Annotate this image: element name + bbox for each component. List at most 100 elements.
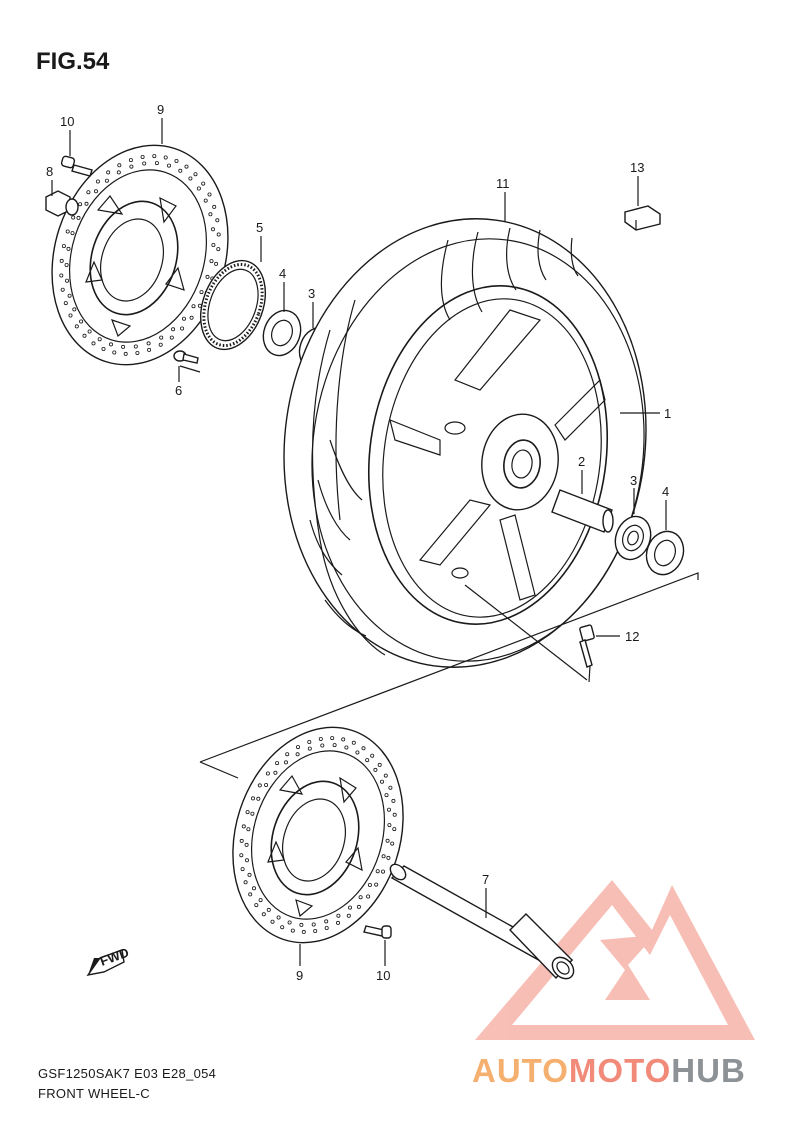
disc-drill-hole <box>244 842 249 847</box>
disc-drill-hole <box>243 880 248 885</box>
disc-drill-hole <box>295 752 300 757</box>
brand-hub: HUB <box>671 1052 746 1089</box>
disc-drill-hole <box>387 823 392 828</box>
disc-drill-hole <box>374 882 379 887</box>
disc-drill-hole <box>205 274 210 279</box>
disc-drill-hole <box>208 212 213 217</box>
tire-tread-groove <box>440 239 451 321</box>
disc-drill-hole <box>386 855 391 860</box>
disc-drill-hole <box>121 344 126 349</box>
callout-7: 7 <box>482 872 489 887</box>
disc-drill-hole <box>101 346 106 351</box>
callout-2: 2 <box>578 454 585 469</box>
disc-drill-hole <box>295 745 300 750</box>
disc-drill-hole <box>251 886 256 891</box>
disc-drill-hole <box>257 783 262 788</box>
front-axle <box>389 863 575 980</box>
callout-8: 8 <box>46 164 53 179</box>
disc-drill-hole <box>290 928 295 933</box>
disc-drill-hole <box>135 350 140 355</box>
tire-tread-groove <box>471 231 483 313</box>
disc-drill-hole <box>258 898 263 903</box>
brand-moto: MOTO <box>568 1052 672 1089</box>
disc-drill-hole <box>63 301 68 306</box>
disc-drill-hole <box>159 335 164 340</box>
callout-10-lower: 10 <box>376 968 390 983</box>
disc-drill-hole <box>65 278 70 283</box>
disc-drill-hole <box>154 161 159 166</box>
disc-drill-hole <box>59 258 64 263</box>
section-guide-lines <box>199 572 699 779</box>
disc-drill-hole <box>247 872 252 877</box>
disc-drill-hole <box>392 827 397 832</box>
disc-drill-hole <box>140 154 145 159</box>
disc-drill-hole <box>373 767 378 772</box>
disc-drill-hole <box>244 858 249 863</box>
callout-9-lower: 9 <box>296 968 303 983</box>
disc-bolt-upper <box>60 155 93 177</box>
callout-5: 5 <box>256 220 263 235</box>
disc-drill-hole <box>94 189 99 194</box>
disc-drill-hole <box>104 178 109 183</box>
callout-6: 6 <box>175 383 182 398</box>
callout-9-upper: 9 <box>157 102 164 117</box>
disc-drill-hole <box>285 752 290 757</box>
disc-drill-hole <box>215 218 220 223</box>
disc-drill-hole <box>152 154 157 159</box>
disc-drill-hole <box>336 913 341 918</box>
callout-4-right: 4 <box>662 484 669 499</box>
disc-drill-hole <box>276 915 281 920</box>
disc-drill-hole <box>385 838 390 843</box>
disc-drill-hole <box>191 304 196 309</box>
disc-drill-hole <box>273 770 278 775</box>
disc-drill-hole <box>341 737 346 742</box>
disc-drill-hole <box>67 293 72 298</box>
disc-drill-hole <box>216 247 221 252</box>
disc-drill-hole <box>78 202 83 207</box>
disc-drill-hole <box>201 181 206 186</box>
disc-drill-hole <box>91 341 96 346</box>
disc-drill-hole <box>275 761 280 766</box>
disc-drill-hole <box>250 796 255 801</box>
disc-drill-hole <box>133 344 138 349</box>
brand-auto: AUTO <box>472 1052 569 1089</box>
disc-drill-hole <box>261 912 266 917</box>
forward-direction-arrow: FWD <box>86 945 131 977</box>
disc-drill-hole <box>60 287 65 292</box>
disc-drill-hole <box>106 170 111 175</box>
disc-drill-hole <box>379 779 384 784</box>
callout-11: 11 <box>496 176 510 191</box>
disc-drill-hole <box>365 758 370 763</box>
tire-tread-groove <box>506 227 517 291</box>
disc-drill-hole <box>287 920 292 925</box>
disc-drill-hole <box>163 155 168 160</box>
disc-drill-hole <box>71 215 76 220</box>
callout-10-upper: 10 <box>60 114 74 129</box>
disc-drill-hole <box>265 771 270 776</box>
disc-drill-hole <box>381 854 386 859</box>
disc-drill-hole <box>390 841 395 846</box>
model-code: GSF1250SAK7 E03 E28_054 <box>38 1066 217 1081</box>
disc-drill-hole <box>72 307 77 312</box>
disc-drill-hole <box>64 262 69 267</box>
disc-drill-hole <box>254 903 259 908</box>
tire-tread-groove <box>537 229 547 281</box>
disc-drill-hole <box>76 215 81 220</box>
axle-spacer <box>551 489 614 533</box>
disc-drill-hole <box>189 315 194 320</box>
disc-drill-hole <box>84 201 89 206</box>
disc-drill-hole <box>380 869 385 874</box>
disc-drill-hole <box>250 811 255 816</box>
disc-drill-hole <box>270 919 275 924</box>
disc-drill-hole <box>212 204 217 209</box>
disc-drill-hole <box>184 164 189 169</box>
disc-drill-hole <box>142 161 147 166</box>
disc-drill-hole <box>95 179 100 184</box>
disc-drill-hole <box>330 736 335 741</box>
disc-drill-hole <box>211 242 216 247</box>
disc-drill-hole <box>324 926 329 931</box>
disc-drill-hole <box>245 810 250 815</box>
callout-1: 1 <box>664 406 671 421</box>
